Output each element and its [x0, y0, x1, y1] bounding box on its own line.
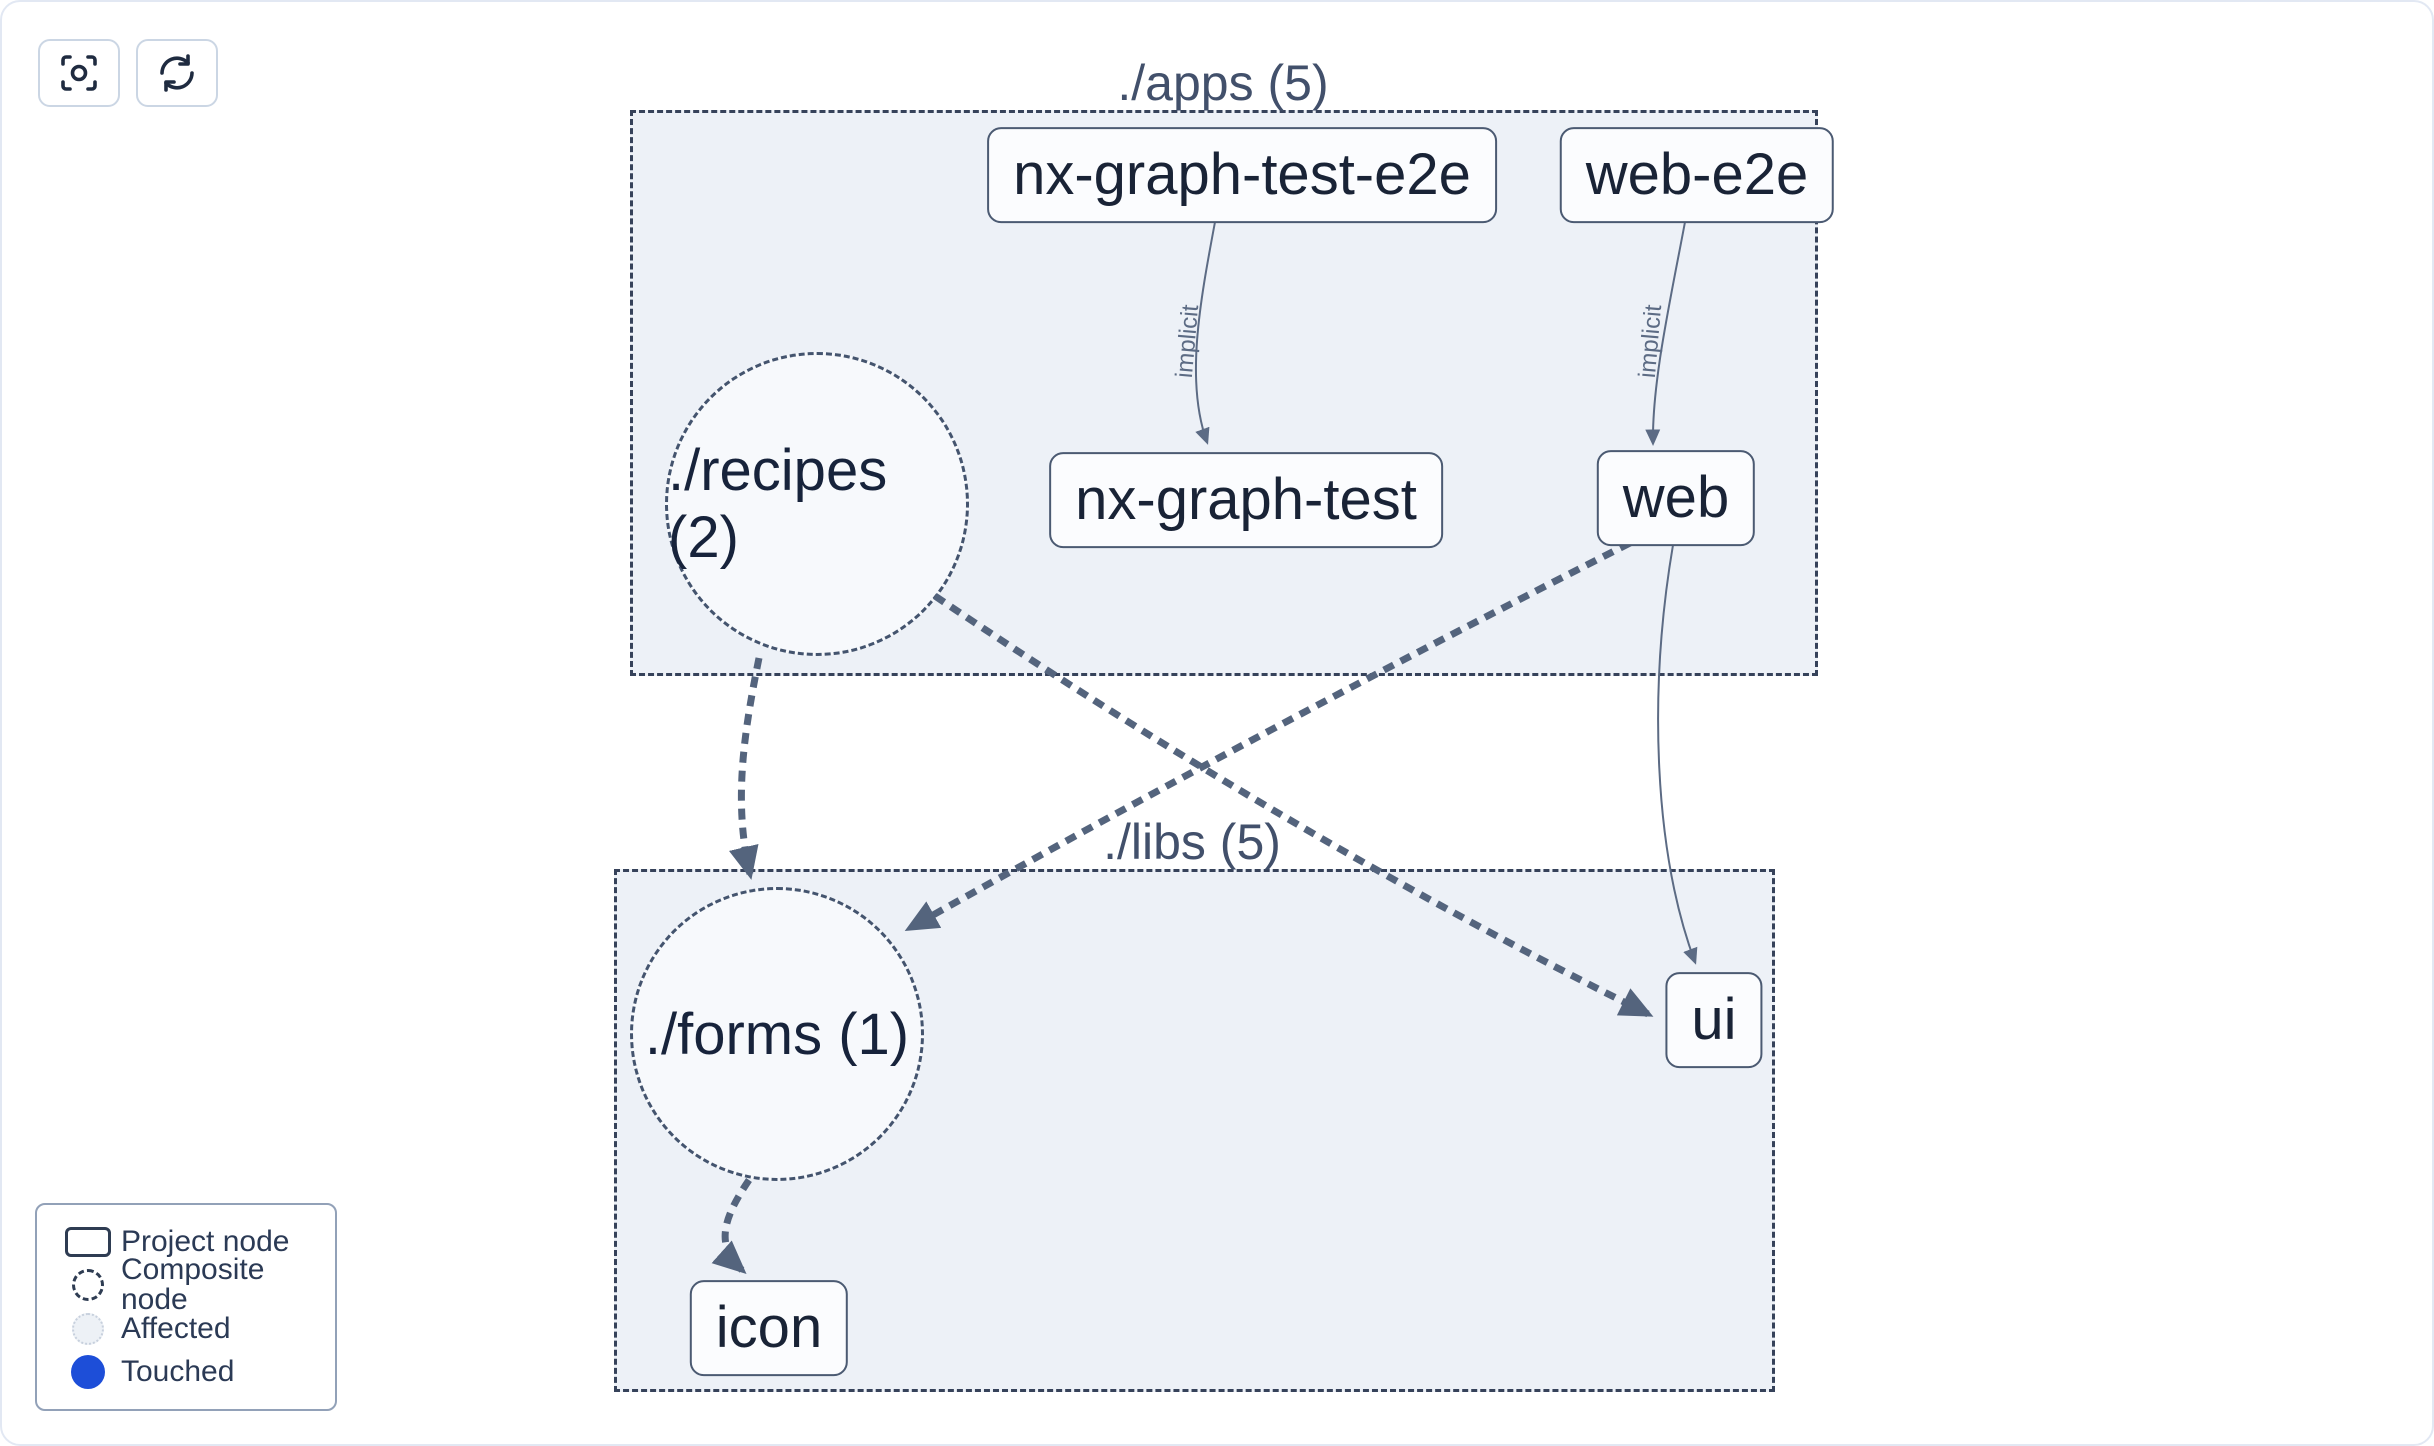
- legend-label: Affected: [121, 1311, 231, 1345]
- refresh-button[interactable]: [136, 39, 218, 107]
- refresh-icon: [154, 50, 200, 96]
- touched-swatch-icon: [71, 1354, 105, 1389]
- composite-node-forms-label: ./forms (1): [644, 1001, 910, 1067]
- legend-item-composite-node: Composite node: [55, 1255, 317, 1315]
- zoom-to-fit-button[interactable]: [38, 39, 120, 107]
- edge-recipes-to-forms: [728, 657, 763, 880]
- composite-node-forms[interactable]: ./forms (1): [630, 887, 924, 1181]
- legend-item-affected: Affected: [55, 1308, 317, 1350]
- legend-label: Project node: [121, 1225, 290, 1258]
- node-ui[interactable]: ui: [1665, 972, 1763, 1068]
- legend-label: Touched: [121, 1354, 235, 1388]
- affected-swatch-icon: [72, 1312, 104, 1345]
- composite-node-swatch-icon: [72, 1269, 104, 1302]
- composite-node-recipes-label: ./recipes (2): [668, 438, 888, 570]
- group-apps-title: ./apps (5): [1117, 55, 1329, 111]
- legend-item-touched: Touched: [55, 1351, 317, 1393]
- group-libs-title: ./libs (5): [1103, 814, 1281, 870]
- legend: Project node Composite node Affected Tou…: [35, 1203, 337, 1411]
- legend-item-project-node: Project node: [55, 1221, 317, 1263]
- node-web[interactable]: web: [1596, 450, 1756, 546]
- node-nx-graph-test[interactable]: nx-graph-test: [1049, 452, 1443, 548]
- node-web-e2e[interactable]: web-e2e: [1559, 127, 1835, 223]
- node-icon[interactable]: icon: [689, 1280, 849, 1376]
- project-node-swatch-icon: [65, 1227, 111, 1257]
- focus-target-icon: [57, 51, 101, 95]
- node-nx-graph-test-e2e[interactable]: nx-graph-test-e2e: [987, 127, 1497, 223]
- composite-node-recipes[interactable]: ./recipes (2): [665, 352, 969, 656]
- legend-label: Composite node: [121, 1253, 265, 1317]
